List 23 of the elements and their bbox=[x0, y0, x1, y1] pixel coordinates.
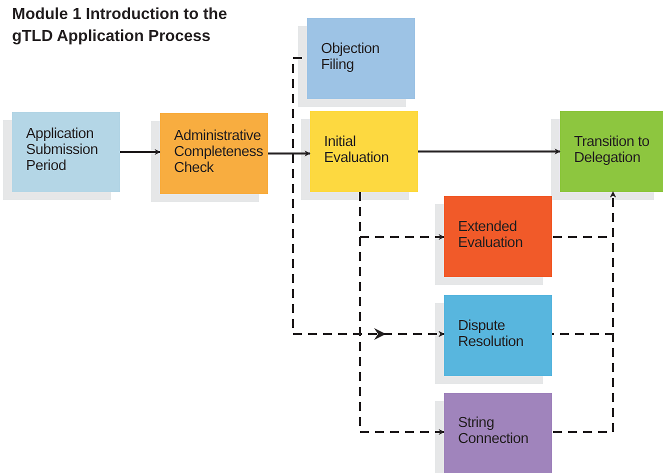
box-label: Transition to Delegation bbox=[574, 134, 650, 166]
dashed-arrow bbox=[552, 191, 616, 433]
box-label: Application Submission Period bbox=[26, 126, 99, 174]
box-label: String Connection bbox=[458, 415, 530, 447]
process-box bbox=[444, 393, 552, 473]
dashed-arrow bbox=[292, 57, 445, 337]
dashed-arrow bbox=[359, 192, 445, 435]
process-box bbox=[12, 112, 120, 192]
box-label: Dispute Resolution bbox=[458, 318, 525, 350]
arrow bbox=[268, 150, 311, 156]
box-label: Objection Filing bbox=[321, 40, 381, 72]
process-box bbox=[560, 111, 663, 192]
box-label: Administrative Completeness Check bbox=[174, 128, 264, 176]
arrow bbox=[120, 149, 161, 155]
process-box bbox=[160, 113, 268, 194]
diagram-title: Module 1 Introduction to the gTLD Application Process bbox=[12, 5, 228, 47]
arrow bbox=[418, 148, 561, 154]
box-label: Initial Evaluation bbox=[324, 134, 390, 166]
process-box bbox=[444, 196, 552, 277]
box-label: Extended Evaluation bbox=[458, 218, 524, 250]
process-box bbox=[310, 111, 418, 192]
process-box bbox=[307, 18, 415, 99]
process-box bbox=[444, 295, 552, 376]
